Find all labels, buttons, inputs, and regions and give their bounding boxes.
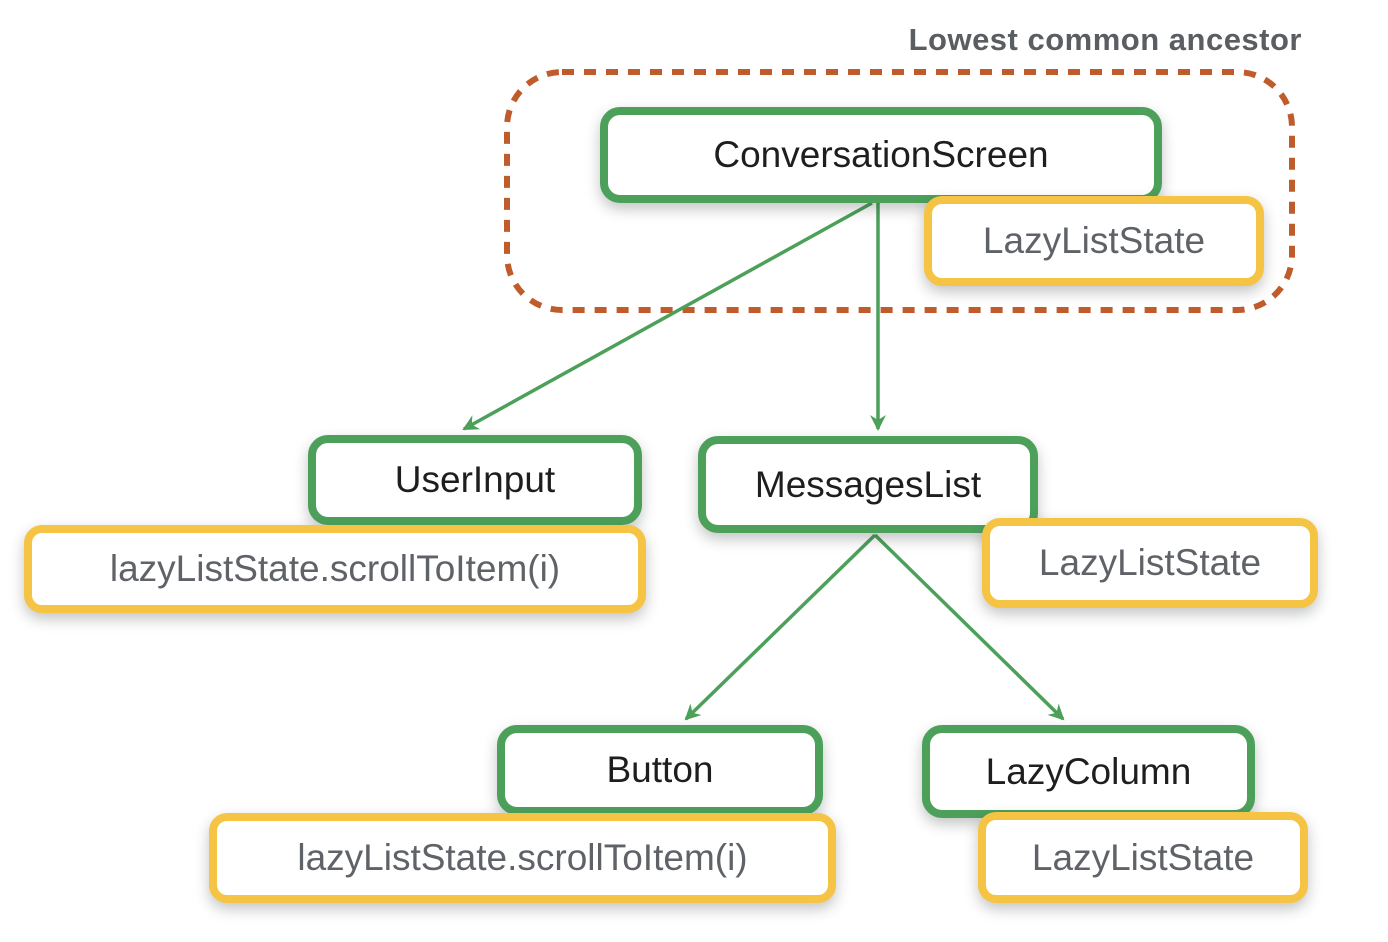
- node-lazy-column: LazyColumn: [922, 725, 1255, 818]
- lowest-common-ancestor-label: Lowest common ancestor: [908, 22, 1302, 57]
- node-messages-list: MessagesList: [698, 436, 1038, 533]
- node-button-scrolltoitem-label: lazyListState.scrollToItem(i): [297, 837, 748, 878]
- edge-conversationscreen-userinput: [462, 201, 873, 431]
- node-lazy-column-label: LazyColumn: [985, 750, 1192, 792]
- lowest-common-ancestor-boundary: [504, 69, 1295, 313]
- node-user-input-scrolltoitem-label: lazyListState.scrollToItem(i): [109, 548, 561, 589]
- node-button-scrolltoitem: lazyListState.scrollToItem(i): [209, 813, 836, 903]
- node-messages-list-lazyliststate: LazyListState: [982, 518, 1318, 608]
- node-lazy-column-lazyliststate: LazyListState: [978, 812, 1308, 903]
- node-lazy-column-lazyliststate-label: LazyListState: [1031, 836, 1255, 878]
- node-conversation-screen: ConversationScreen: [600, 107, 1162, 203]
- node-messages-list-label: MessagesList: [754, 463, 982, 505]
- edge-messageslist-lazycolumn: [873, 533, 1065, 721]
- node-conversation-lazyliststate: LazyListState: [924, 196, 1264, 286]
- edge-messageslist-button: [684, 533, 877, 721]
- node-messages-list-lazyliststate-label: LazyListState: [1038, 542, 1262, 583]
- node-conversation-screen-label: ConversationScreen: [713, 134, 1049, 175]
- node-conversation-lazyliststate-label: LazyListState: [982, 220, 1206, 261]
- node-button: Button: [497, 725, 823, 815]
- node-user-input-scrolltoitem: lazyListState.scrollToItem(i): [24, 525, 646, 613]
- node-user-input: UserInput: [308, 435, 642, 525]
- node-user-input-label: UserInput: [394, 459, 556, 500]
- node-button-label: Button: [606, 749, 714, 790]
